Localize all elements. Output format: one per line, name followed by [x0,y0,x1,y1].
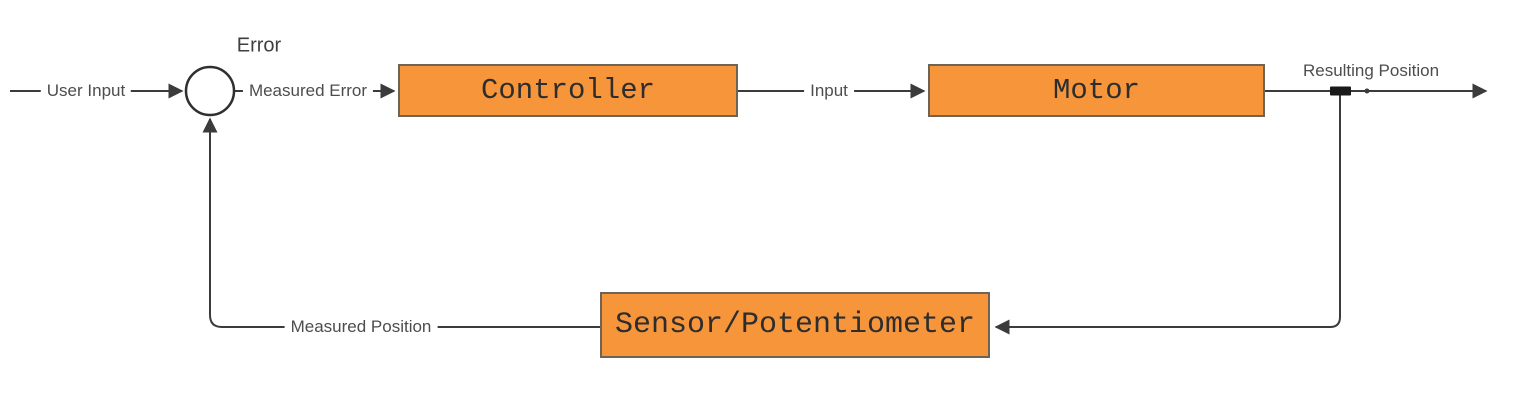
edge-label-user-input: User Input [40,81,132,101]
block-motor[interactable]: Motor [928,64,1265,117]
summing-junction-error-label: Error [236,34,282,57]
block-sensor[interactable]: Sensor/Potentiometer [600,292,990,358]
summing-junction[interactable] [184,65,236,117]
edge-feedback-drop [994,94,1341,335]
edge-measured-position [202,117,600,328]
waypoint-dot [1364,88,1370,94]
junction-tap-marker [1330,86,1351,96]
edge-label-measured-position: Measured Position [284,317,438,337]
block-controller[interactable]: Controller [398,64,738,117]
edge-label-measured-error: Measured Error [242,81,374,101]
edge-label-resulting-position: Resulting Position [1302,61,1440,80]
edge-label-input: Input [804,81,854,101]
